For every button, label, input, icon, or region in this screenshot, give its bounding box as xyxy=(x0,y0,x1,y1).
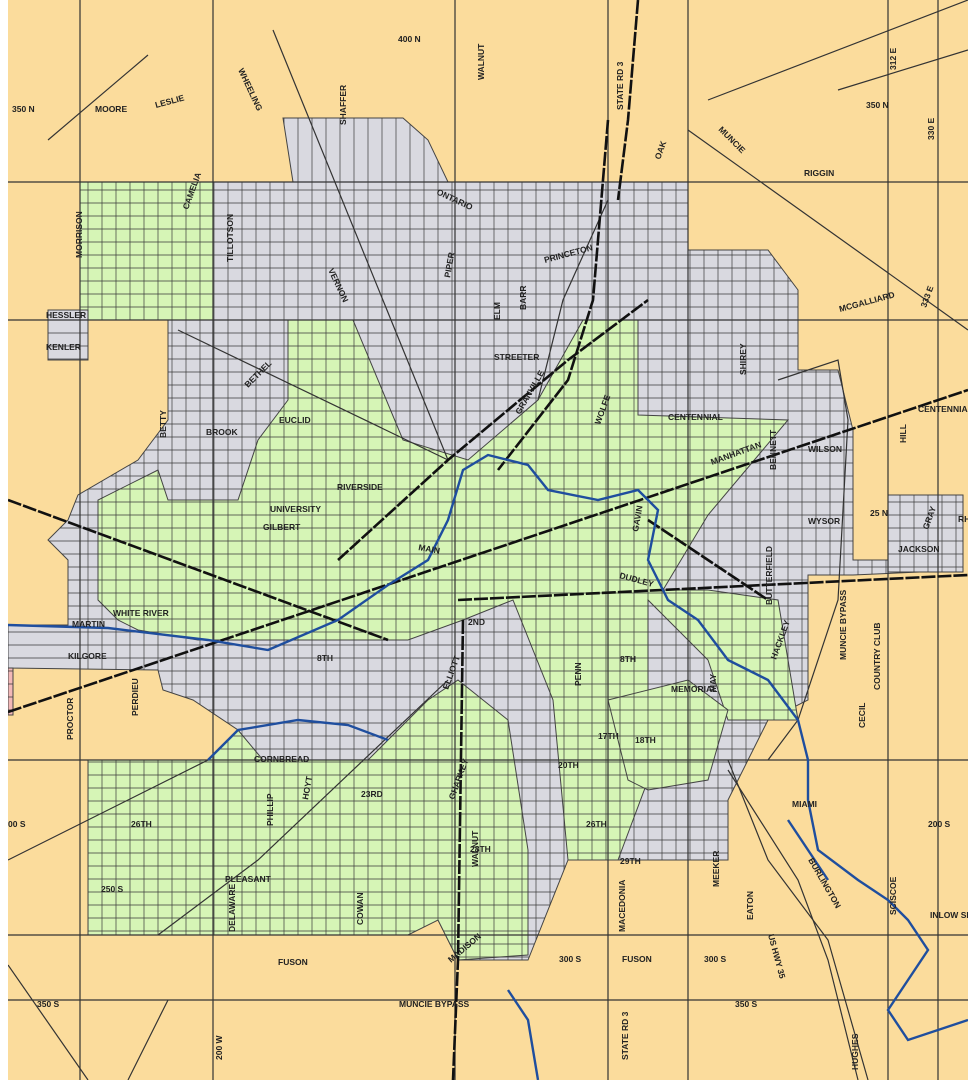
map-label: COUNTRY CLUB xyxy=(872,622,882,690)
map-label: MUNCIE BYPASS xyxy=(399,999,470,1009)
map-label: 350 N xyxy=(12,104,35,114)
map-label: BENNETT xyxy=(768,429,778,470)
map-label: 17TH xyxy=(598,731,619,741)
map-label: SHAFFER xyxy=(338,85,348,125)
map-label: PERDIEU xyxy=(130,678,140,716)
map-label: BETTY xyxy=(158,410,168,438)
map-label: CENTENNIAL xyxy=(668,412,723,422)
map-label: INLOW SP xyxy=(930,910,968,920)
map-label: TILLOTSON xyxy=(225,214,235,262)
map-label: 20TH xyxy=(558,760,579,770)
map-label: 350 S xyxy=(735,999,758,1009)
map-label: HESSLER xyxy=(46,310,86,320)
map-label: FUSON xyxy=(278,957,308,967)
map-label: MAY xyxy=(708,674,718,692)
map-label: WYSOR xyxy=(808,516,840,526)
map-label: STATE RD 3 xyxy=(620,1011,630,1060)
map-label: BUTTERFIELD xyxy=(764,546,774,605)
map-label: GAVIN xyxy=(630,505,644,533)
map-label: 350 N xyxy=(866,100,889,110)
map-label: HOYT xyxy=(300,775,314,801)
map-label: MACEDONIA xyxy=(617,880,627,932)
city-region-southeast xyxy=(607,679,729,791)
map-label: KENLER xyxy=(46,342,81,352)
map-label: EUCLID xyxy=(279,415,311,425)
map-label: STREETER xyxy=(494,352,539,362)
map-label: PIPER xyxy=(442,251,456,278)
map-label: DELAWARE xyxy=(227,884,237,933)
map-label: GILBERT xyxy=(263,522,301,532)
map-label: PROCTOR xyxy=(65,698,75,740)
map-label: MIAMI xyxy=(792,799,817,809)
map-label: HUGHES xyxy=(850,1033,860,1070)
map-label: COWAN xyxy=(355,892,365,925)
city-region-pink xyxy=(7,667,14,716)
map-label: 29TH xyxy=(620,856,641,866)
map-label: 8TH xyxy=(620,654,636,664)
map-label: 18TH xyxy=(635,735,656,745)
map-label: WALNUT xyxy=(470,830,480,867)
map-label: MORRISON xyxy=(74,211,84,258)
map-label: BARR xyxy=(518,285,528,310)
map-label: RH xyxy=(958,514,968,524)
map-label: 312 E xyxy=(888,47,898,70)
map-label: MEMORIAL xyxy=(671,684,717,694)
railroads xyxy=(7,0,969,1081)
map-label: 330 E xyxy=(926,117,936,140)
map-label: WILSON xyxy=(808,444,842,454)
map-label: UNIVERSITY xyxy=(270,504,321,514)
map-label: MEEKER xyxy=(711,851,721,887)
map-label: 200 S xyxy=(928,819,951,829)
major-roads xyxy=(7,0,969,1081)
map-label: WALNUT xyxy=(476,43,486,80)
map-label: 2ND xyxy=(468,617,485,627)
map-label: CORNBREAD xyxy=(254,754,309,764)
map-label: 00 S xyxy=(8,819,26,829)
map-label: SHIREY xyxy=(738,343,748,375)
map-label: PHILLIP xyxy=(265,793,275,826)
map-label: MARTIN xyxy=(72,619,105,629)
map-label: 8TH xyxy=(317,653,333,663)
map-label: CENTENNIAL xyxy=(918,404,968,414)
rivers xyxy=(7,453,969,1081)
map-label: 250 S xyxy=(101,884,124,894)
map-label: PENN xyxy=(573,662,583,686)
map-label: RIVERSIDE xyxy=(337,482,383,492)
map-label: 26TH xyxy=(131,819,152,829)
map-label: KILGORE xyxy=(68,651,107,661)
map-label: CECIL xyxy=(857,703,867,729)
map-label: MOORE xyxy=(95,104,127,114)
map-label: ELM xyxy=(492,302,502,320)
map-label: RIGGIN xyxy=(804,168,834,178)
map-label: WHITE RIVER xyxy=(113,608,169,618)
map-label: 23RD xyxy=(361,789,383,799)
map-label: FUSON xyxy=(622,954,652,964)
map-label: 300 S xyxy=(559,954,582,964)
map-label: STATE RD 3 xyxy=(615,61,625,110)
city-region-east xyxy=(887,494,964,573)
map-label: PLEASANT xyxy=(225,874,272,884)
map-label: JACKSON xyxy=(898,544,940,554)
map-label: EATON xyxy=(745,891,755,920)
map-label: SCISCOE xyxy=(888,876,898,915)
map-label: BROOK xyxy=(206,427,239,437)
map-label: 300 S xyxy=(704,954,727,964)
map-label: 400 N xyxy=(398,34,421,44)
map-label: 25 N xyxy=(870,508,888,518)
map-label: 26TH xyxy=(586,819,607,829)
map-label: 28TH xyxy=(470,844,491,854)
map-label: HILL xyxy=(898,424,908,443)
map-label: 350 S xyxy=(37,999,60,1009)
map-label: 200 W xyxy=(214,1034,224,1060)
map-label: MUNCIE BYPASS xyxy=(838,589,848,660)
map-label: MAIN xyxy=(418,542,441,556)
